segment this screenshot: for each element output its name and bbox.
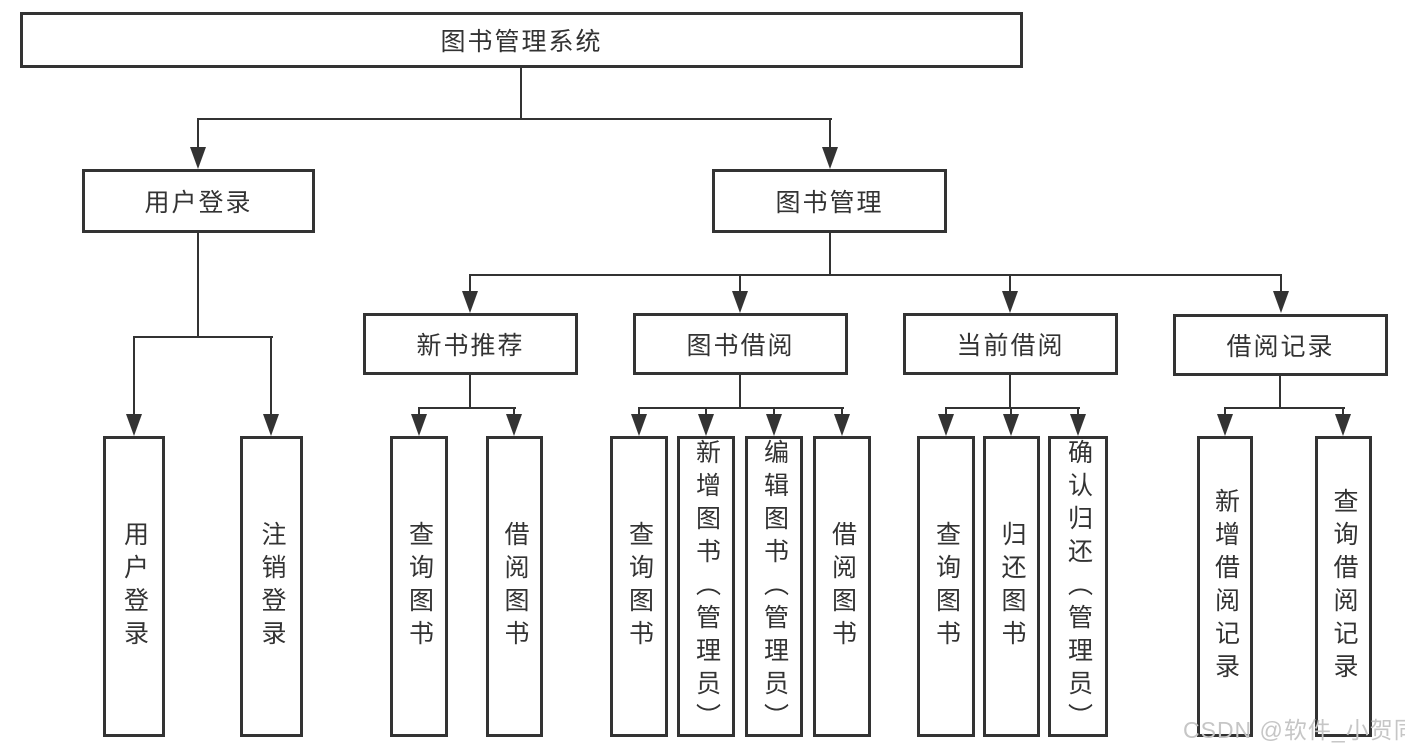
leaf-borrowing-query-books: 查询图书 xyxy=(610,436,668,737)
leaf-label: 归还图书 xyxy=(998,520,1026,653)
connector-line xyxy=(469,274,471,295)
node-library-system: 图书管理系统 xyxy=(20,12,1023,68)
arrow-down-icon xyxy=(462,291,478,313)
connector-line xyxy=(829,233,831,276)
node-new-book-recommendation: 新书推荐 xyxy=(363,313,578,375)
leaf-label: 新增图书（管理员） xyxy=(692,439,721,736)
connector-line xyxy=(197,118,832,120)
leaf-borrowing-borrow-books: 借阅图书 xyxy=(813,436,871,737)
node-book-management: 图书管理 xyxy=(712,169,947,233)
leaf-label: 查询图书 xyxy=(405,520,434,653)
connector-line xyxy=(1224,407,1226,417)
node-label: 图书借阅 xyxy=(686,332,795,360)
leaf-label: 借阅图书 xyxy=(828,520,857,653)
arrow-down-icon xyxy=(822,147,838,169)
arrow-down-icon xyxy=(263,414,279,436)
leaf-label: 确认归还（管理员） xyxy=(1064,439,1093,736)
leaf-label: 查询图书 xyxy=(932,520,961,653)
arrow-down-icon xyxy=(766,414,782,436)
node-borrowing-records: 借阅记录 xyxy=(1173,314,1388,376)
leaf-borrowing-edit-books-admin: 编辑图书（管理员） xyxy=(745,436,803,737)
connector-line xyxy=(1077,407,1079,417)
arrow-down-icon xyxy=(834,414,850,436)
leaf-label: 用户登录 xyxy=(120,520,149,653)
connector-line xyxy=(469,274,1282,276)
connector-line xyxy=(418,407,420,417)
leaf-label: 编辑图书（管理员） xyxy=(760,439,789,736)
node-book-borrowing: 图书借阅 xyxy=(633,313,848,375)
connector-line xyxy=(197,118,199,150)
connector-line xyxy=(1342,407,1344,417)
connector-line xyxy=(197,233,199,338)
connector-line xyxy=(638,407,640,417)
leaf-current-return-books: 归还图书 xyxy=(983,436,1040,737)
node-label: 当前借阅 xyxy=(956,332,1065,360)
connector-line xyxy=(829,118,831,150)
leaf-label: 查询借阅记录 xyxy=(1330,487,1358,686)
csdn-watermark: CSDN @软件_小贺同学 xyxy=(1183,717,1405,743)
arrow-down-icon xyxy=(1217,414,1233,436)
arrow-down-icon xyxy=(506,414,522,436)
node-current-borrowing: 当前借阅 xyxy=(903,313,1118,375)
connector-line xyxy=(469,375,471,409)
leaf-current-confirm-return-admin: 确认归还（管理员） xyxy=(1048,436,1108,737)
leaf-recommend-query-books: 查询图书 xyxy=(390,436,448,737)
leaf-recommend-borrow-books: 借阅图书 xyxy=(486,436,543,737)
arrow-down-icon xyxy=(1003,414,1019,436)
arrow-down-icon xyxy=(698,414,714,436)
leaf-current-query-books: 查询图书 xyxy=(917,436,975,737)
connector-line xyxy=(270,336,272,417)
leaf-records-query-borrow-record: 查询借阅记录 xyxy=(1315,436,1372,737)
arrow-down-icon xyxy=(411,414,427,436)
leaf-records-add-borrow-record: 新增借阅记录 xyxy=(1197,436,1253,737)
connector-line xyxy=(1280,274,1282,295)
connector-line xyxy=(1279,376,1281,409)
connector-line xyxy=(1010,407,1012,417)
connector-line xyxy=(513,407,515,417)
connector-line xyxy=(133,336,135,417)
node-label: 新书推荐 xyxy=(416,332,525,360)
arrow-down-icon xyxy=(631,414,647,436)
leaf-user-login: 用户登录 xyxy=(103,436,165,737)
leaf-label: 借阅图书 xyxy=(501,520,529,653)
connector-line xyxy=(739,375,741,409)
arrow-down-icon xyxy=(1335,414,1351,436)
connector-line xyxy=(1224,407,1345,409)
connector-line xyxy=(841,407,843,417)
arrow-down-icon xyxy=(1002,291,1018,313)
node-label: 图书管理 xyxy=(775,189,884,217)
arrow-down-icon xyxy=(732,291,748,313)
node-label: 用户登录 xyxy=(144,189,253,217)
leaf-label: 查询图书 xyxy=(625,520,654,653)
connector-line xyxy=(133,336,273,338)
leaf-label: 注销登录 xyxy=(258,520,286,653)
arrow-down-icon xyxy=(190,147,206,169)
arrow-down-icon xyxy=(126,414,142,436)
node-label: 借阅记录 xyxy=(1226,333,1335,361)
connector-line xyxy=(773,407,775,417)
connector-line xyxy=(945,407,947,417)
arrow-down-icon xyxy=(938,414,954,436)
connector-line xyxy=(739,274,741,295)
node-user-login: 用户登录 xyxy=(82,169,315,233)
node-label: 图书管理系统 xyxy=(440,28,603,56)
connector-line xyxy=(705,407,707,417)
leaf-logout: 注销登录 xyxy=(240,436,303,737)
connector-line xyxy=(1009,375,1011,409)
connector-line xyxy=(418,407,516,409)
connector-line xyxy=(520,66,522,120)
connector-line xyxy=(638,407,844,409)
leaf-label: 新增借阅记录 xyxy=(1211,487,1240,686)
leaf-borrowing-add-books-admin: 新增图书（管理员） xyxy=(677,436,735,737)
connector-line xyxy=(1009,274,1011,295)
arrow-down-icon xyxy=(1070,414,1086,436)
arrow-down-icon xyxy=(1273,291,1289,313)
connector-line xyxy=(945,407,1080,409)
